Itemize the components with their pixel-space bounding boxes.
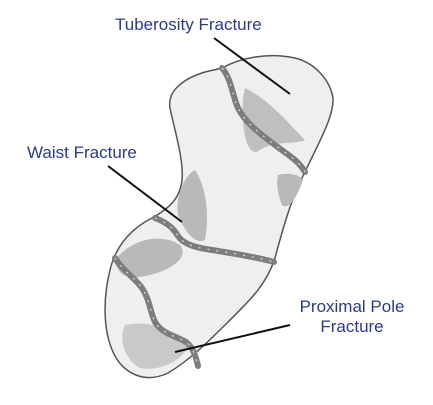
leader-line-waist (107, 165, 183, 223)
shade-waist-upper (177, 170, 207, 242)
waist-fracture-line (152, 215, 277, 265)
shade-tuberosity (242, 88, 305, 152)
label-waist-fracture: Waist Fracture (27, 143, 137, 162)
label-proximal-line1: Proximal Pole (299, 297, 405, 316)
tuberosity-fracture-dots (221, 67, 306, 173)
label-proximal-pole-fracture: Proximal Pole Fracture (288, 297, 416, 337)
leader-line-proximal (174, 324, 291, 353)
shade-distal-edge (277, 173, 303, 207)
label-tuberosity-fracture: Tuberosity Fracture (115, 15, 262, 34)
shade-waist-lower (115, 238, 183, 278)
label-proximal-line2: Fracture (320, 317, 384, 336)
leader-line-tuberosity (213, 37, 291, 95)
